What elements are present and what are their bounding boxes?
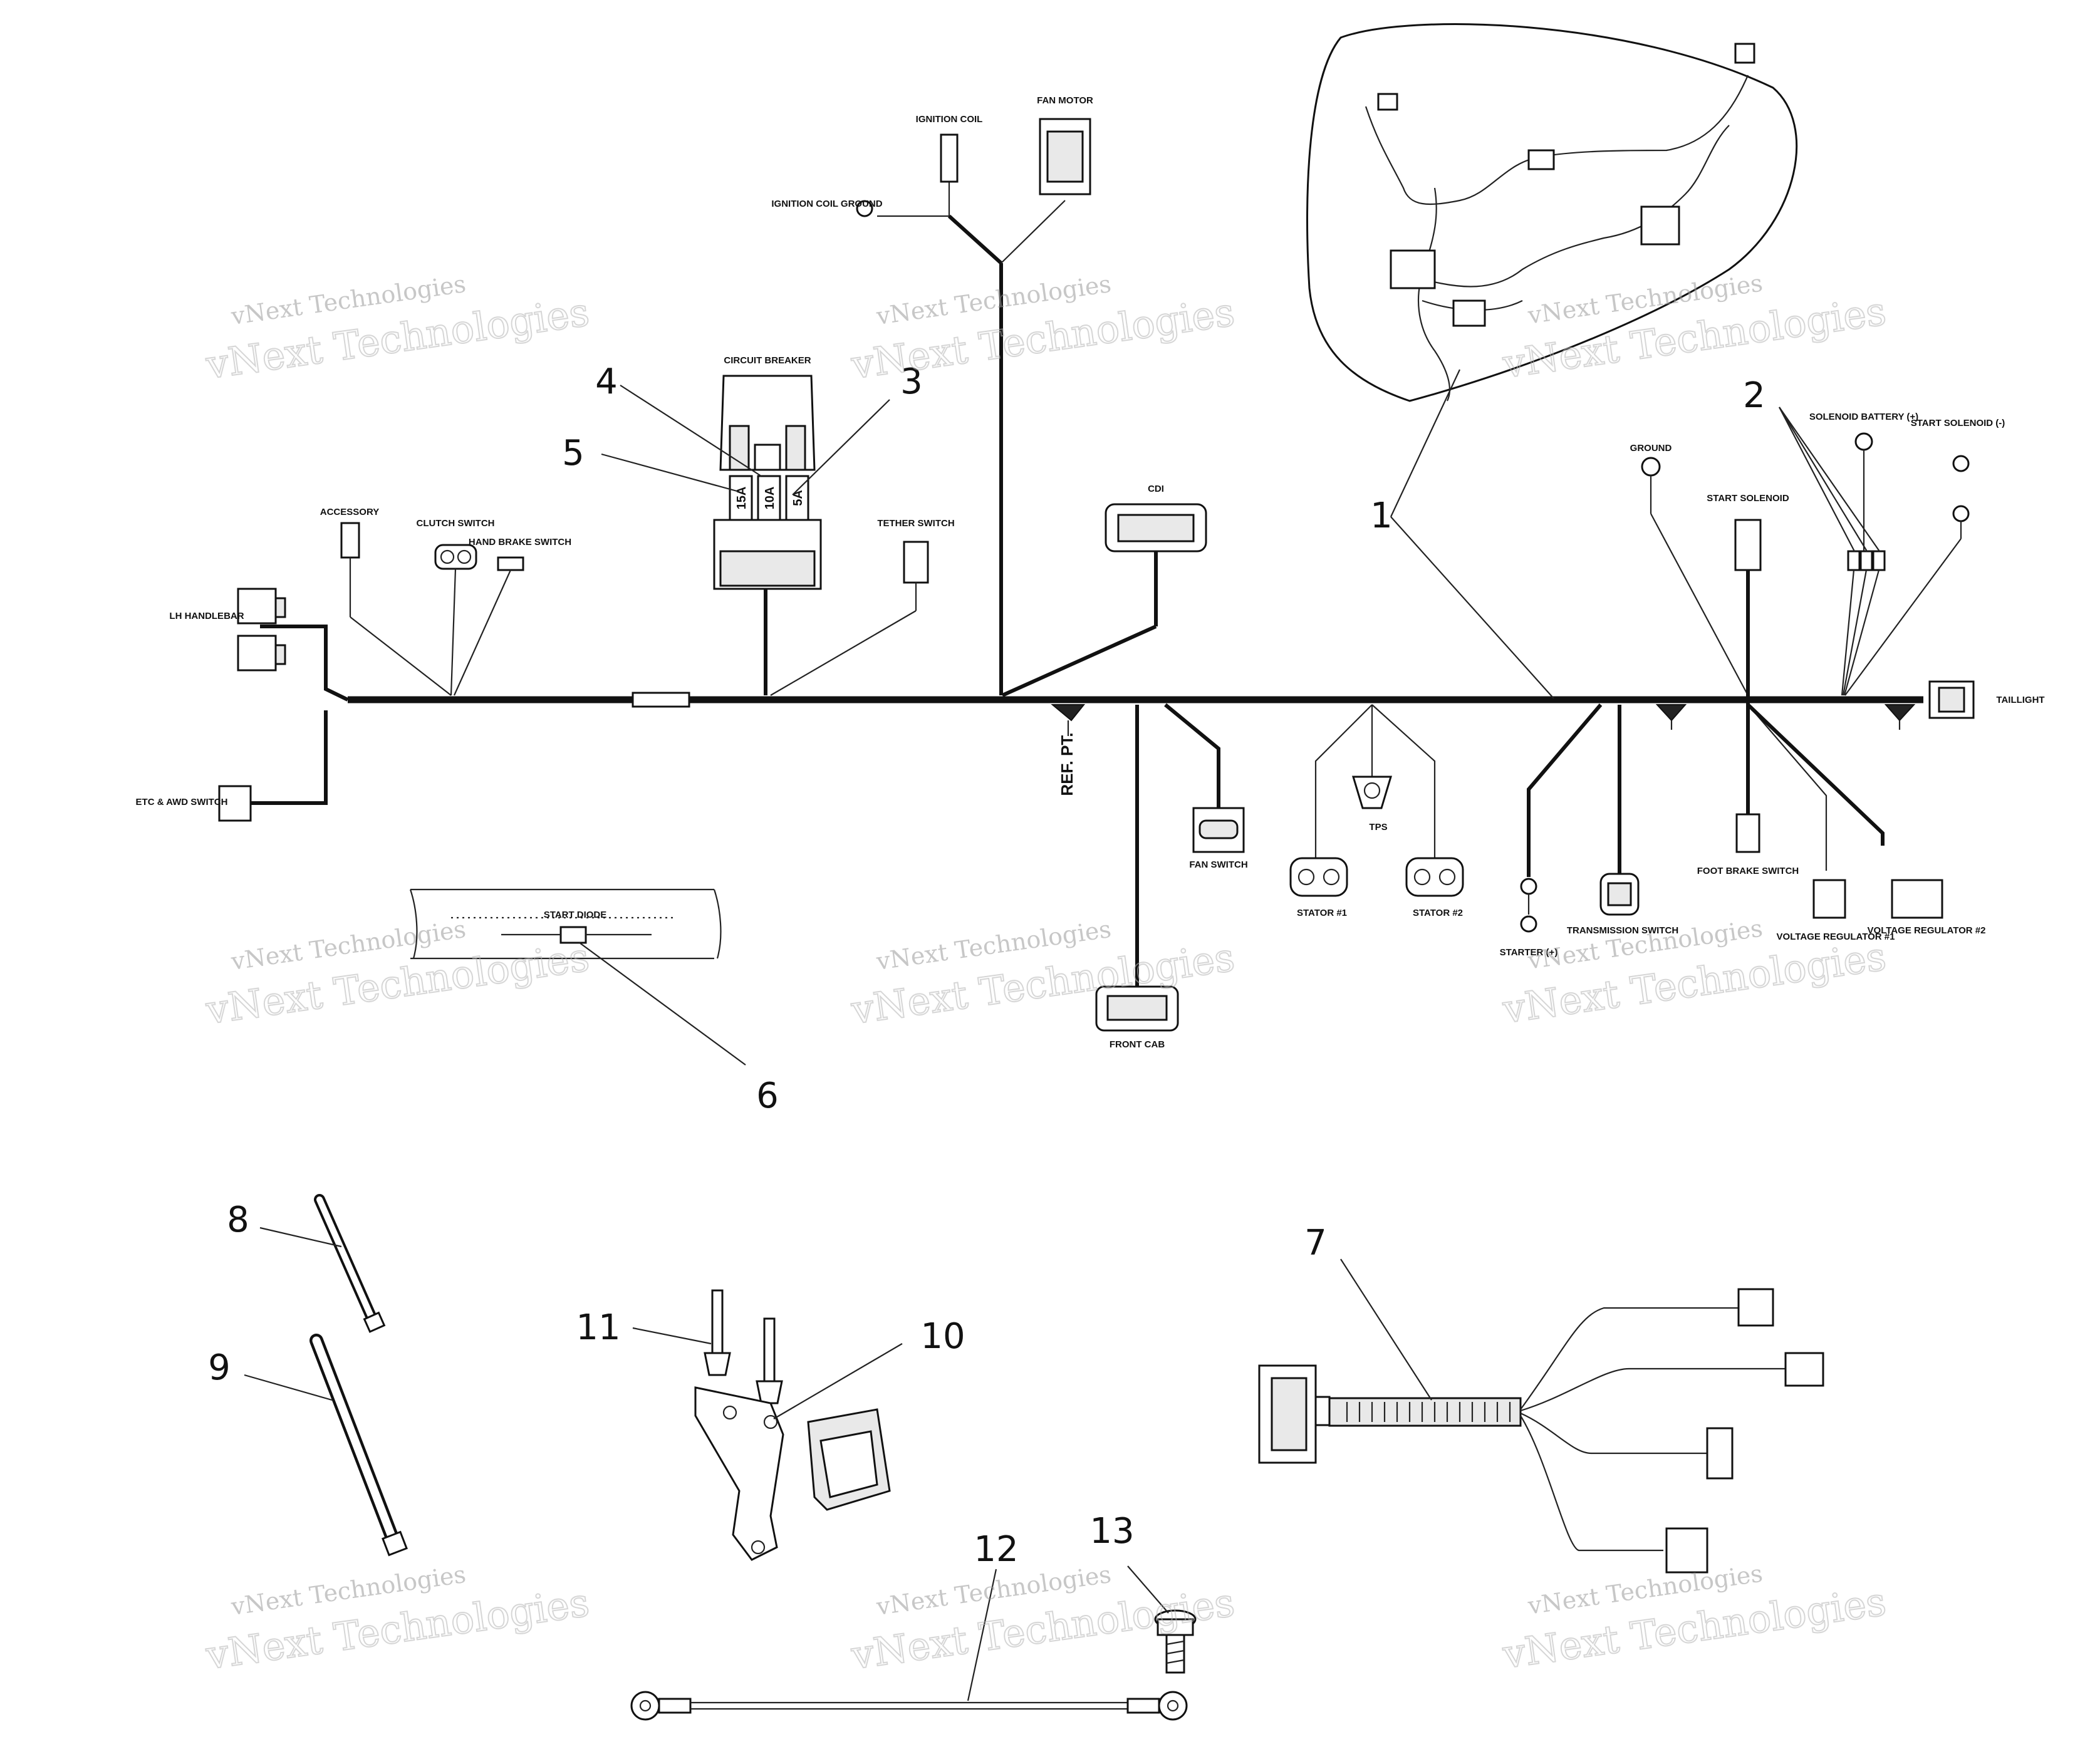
lh-handlebar-connectors: LH HANDLEBAR [169,588,286,672]
adapter-harness-part [1258,1288,1824,1574]
solenoid-battery-branch: SOLENOID BATTERY (+) START SOLENOID (-) [1809,412,2005,696]
foot-brake-switch-label: FOOT BRAKE SWITCH [1697,866,1799,876]
fuse-10a: 10A [763,487,777,510]
vehicle-inset [1306,23,1798,402]
start-solenoid-label: START SOLENOID [1707,493,1789,504]
etc-awd-switch-connector: ETC & AWD SWITCH [136,785,252,822]
leader-lines [244,369,1880,1701]
tps-label: TPS [1369,822,1387,833]
transmission-switch-label: TRANSMISSION SWITCH [1567,925,1678,936]
front-cab-connector: FRONT CAB [1095,705,1179,1050]
solenoid-battery-label: SOLENOID BATTERY (+) [1809,412,1918,422]
callout-9: 9 [208,1347,231,1388]
callout-4: 4 [595,361,618,402]
hand-brake-switch-connector: HAND BRAKE SWITCH [453,537,571,696]
callout-11: 11 [576,1307,620,1348]
callout-6: 6 [756,1076,779,1116]
voltage-regulator-branch: VOLTAGE REGULATOR #1 VOLTAGE REGULATOR #… [1746,703,1986,942]
starter-label: STARTER (+) [1500,947,1558,958]
ignition-coil-ground-label: IGNITION COIL GROUND [771,199,882,209]
start-solenoid-minus-label: START SOLENOID (-) [1911,418,2005,428]
accessory-connector: ACCESSORY [320,507,452,696]
front-cab-label: FRONT CAB [1110,1039,1165,1050]
callout-1: 1 [1370,495,1393,536]
fuse-15a: 15A [735,487,749,510]
lh-handlebar-label: LH HANDLEBAR [169,611,244,621]
start-diode-part: START DIODE [409,888,722,960]
callout-3: 3 [900,361,923,402]
harness-clips [1655,704,1916,730]
stator-2-label: STATOR #2 [1413,908,1463,918]
voltage-regulator-2-label: VOLTAGE REGULATOR #2 [1868,925,1986,936]
hand-brake-switch-label: HAND BRAKE SWITCH [469,537,571,547]
tether-switch-label: TETHER SWITCH [877,518,954,529]
accessory-label: ACCESSORY [320,507,379,517]
bracket-and-rivets [694,1289,891,1561]
cable-ties [309,1194,408,1557]
fuse-5a: 5A [791,490,805,506]
etc-awd-switch-label: ETC & AWD SWITCH [136,797,228,807]
ref-pt-label: REF. PT. [1058,732,1076,796]
taillight-label: TAILLIGHT [1996,695,2044,705]
starter-transmission-branch: STARTER (+) TRANSMISSION SWITCH [1500,703,1678,958]
cdi-connector: CDI [1001,484,1207,697]
callout-12: 12 [974,1529,1018,1570]
start-diode-label: START DIODE [544,910,607,920]
ref-point: REF. PT. [1051,704,1086,796]
stator-1-label: STATOR #1 [1297,908,1347,918]
callout-5: 5 [562,433,585,474]
clutch-switch-label: CLUTCH SWITCH [417,518,495,529]
callout-13: 13 [1089,1511,1134,1552]
ignition-fan-branch: IGNITION COIL IGNITION COIL GROUND FAN M… [771,95,1093,695]
fan-switch-label: FAN SWITCH [1189,859,1247,870]
cdi-label: CDI [1148,484,1164,494]
ground-branch: GROUND [1630,443,1749,696]
fan-motor-label: FAN MOTOR [1037,95,1093,106]
callout-7: 7 [1304,1223,1327,1263]
clutch-switch-connector: CLUTCH SWITCH [417,518,495,696]
ground-cable-part [630,1691,1188,1721]
circuit-breaker-label: CIRCUIT BREAKER [724,355,811,366]
callout-10: 10 [920,1316,965,1357]
callout-2: 2 [1743,375,1765,416]
main-harness-trunk [247,625,1975,805]
ground-label: GROUND [1630,443,1672,454]
start-solenoid-branch: START SOLENOID FOOT BRAKE SWITCH [1697,493,1799,876]
stator-tps-branch: STATOR #1 TPS STATOR #2 [1289,704,1464,918]
screw-part [1154,1609,1197,1674]
ignition-coil-label: IGNITION COIL [916,114,983,125]
watermarks: vNext Technologies vNext Technologies vN… [202,269,1890,1679]
fan-switch-connector: FAN SWITCH [1164,703,1248,870]
voltage-regulator-1-label: VOLTAGE REGULATOR #1 [1777,931,1895,942]
callout-numbers: 1 2 3 4 5 6 7 8 9 10 11 12 13 [208,361,1765,1570]
tether-switch-connector: TETHER SWITCH [770,518,955,696]
circuit-breaker-assembly: CIRCUIT BREAKER 15A 10A 5A [713,355,822,695]
callout-8: 8 [227,1200,249,1240]
